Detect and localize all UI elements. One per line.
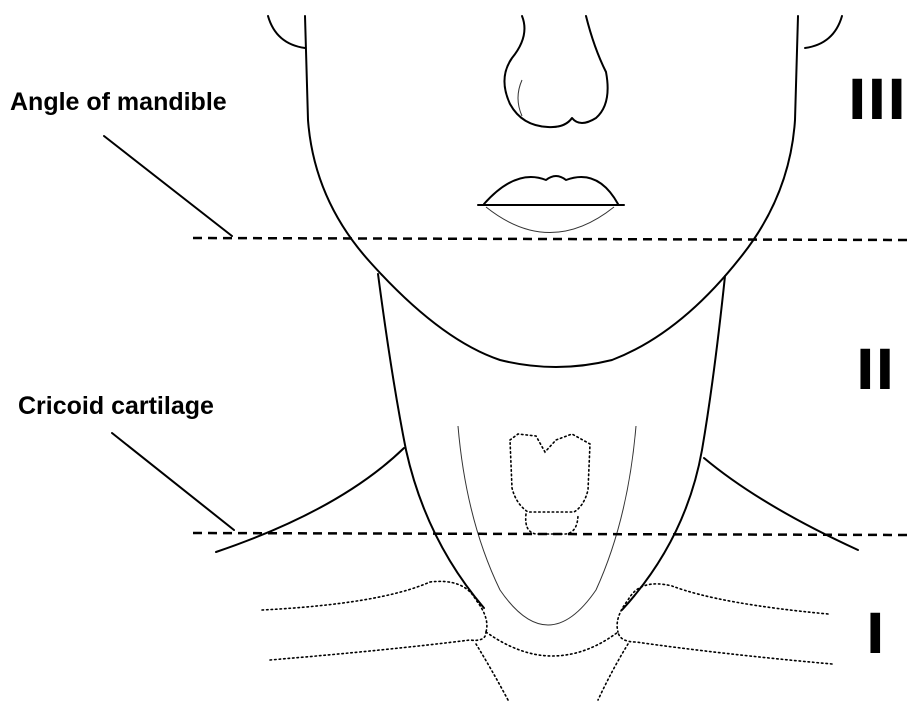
cricoid-leader-line [112, 433, 234, 530]
sternal-notch [486, 632, 618, 656]
cricoid-cartilage-label: Cricoid cartilage [18, 392, 214, 421]
right-clavicle-lower [618, 632, 832, 664]
zone-i-label: I [866, 600, 886, 667]
nose-crease [518, 80, 522, 116]
cricoid-ring [526, 514, 578, 534]
left-ear [268, 16, 305, 48]
manubrium-left [476, 644, 508, 700]
right-ear [805, 16, 842, 48]
zone-ii-label: II [856, 336, 895, 403]
lower-lip [486, 207, 614, 233]
mandible-leader-line [104, 136, 232, 236]
mandible-level-line [193, 238, 910, 240]
face-outline [305, 16, 798, 367]
manubrium-right [598, 644, 628, 700]
sternocleidomastoid [458, 426, 636, 625]
thyroid-cartilage [510, 434, 590, 512]
zone-iii-label: III [848, 66, 907, 133]
angle-of-mandible-label: Angle of mandible [10, 88, 227, 117]
neck-left-side [378, 274, 484, 608]
left-shoulder [216, 448, 404, 552]
right-clavicle-upper [617, 584, 828, 632]
left-clavicle-upper [262, 581, 487, 632]
left-clavicle-lower [270, 632, 486, 660]
upper-lip [484, 176, 618, 204]
right-shoulder [704, 458, 858, 550]
